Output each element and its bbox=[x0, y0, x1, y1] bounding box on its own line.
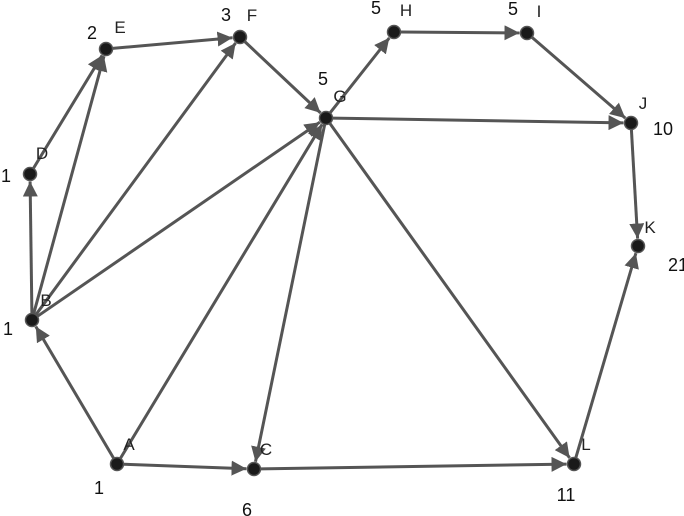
node-label-F: F bbox=[247, 6, 257, 25]
node-K bbox=[630, 238, 646, 254]
edge-E-F bbox=[112, 31, 233, 50]
node-value-K: 21 bbox=[668, 255, 684, 275]
edge-A-B bbox=[34, 325, 115, 460]
node-A bbox=[109, 456, 125, 472]
node-label-L: L bbox=[581, 435, 590, 454]
edges-layer bbox=[22, 25, 645, 476]
edge-I-J bbox=[530, 36, 627, 120]
edge-B-E bbox=[32, 55, 108, 315]
node-label-D: D bbox=[36, 144, 48, 163]
node-value-H: 5 bbox=[371, 0, 381, 18]
edge-B-G bbox=[36, 120, 321, 318]
node-value-G: 5 bbox=[318, 69, 328, 89]
node-value-C: 6 bbox=[242, 500, 252, 516]
edge-G-L bbox=[328, 122, 571, 459]
edge-L-K bbox=[574, 252, 639, 459]
node-J bbox=[623, 115, 639, 131]
edge-F-G bbox=[243, 40, 322, 114]
node-label-H: H bbox=[400, 1, 412, 20]
node-G bbox=[318, 110, 334, 126]
node-value-E: 2 bbox=[87, 23, 97, 43]
edge-G-H bbox=[328, 36, 391, 114]
node-label-I: I bbox=[537, 2, 542, 21]
node-label-C: C bbox=[260, 440, 272, 459]
node-E bbox=[98, 41, 114, 57]
node-value-F: 3 bbox=[221, 5, 231, 25]
edge-A-G bbox=[119, 123, 324, 460]
node-label-E: E bbox=[114, 18, 125, 37]
node-D bbox=[22, 166, 38, 182]
edge-G-J bbox=[332, 115, 624, 131]
node-label-A: A bbox=[123, 435, 135, 454]
edge-G-C bbox=[251, 124, 327, 463]
node-label-K: K bbox=[644, 218, 656, 237]
edge-C-L bbox=[260, 456, 567, 472]
node-F bbox=[232, 29, 248, 45]
nodes-layer bbox=[22, 24, 646, 477]
node-label-B: B bbox=[40, 291, 51, 310]
node-I bbox=[519, 25, 535, 41]
node-L bbox=[566, 456, 582, 472]
node-label-J: J bbox=[639, 94, 648, 113]
node-value-L: 11 bbox=[557, 485, 576, 505]
edge-H-I bbox=[400, 25, 520, 41]
edge-J-K bbox=[629, 129, 645, 239]
node-value-I: 5 bbox=[508, 0, 518, 19]
edge-B-F bbox=[34, 42, 237, 316]
node-value-D: 1 bbox=[1, 166, 11, 186]
node-value-B: 1 bbox=[3, 319, 13, 339]
node-label-G: G bbox=[333, 87, 346, 106]
node-value-J: 10 bbox=[653, 119, 673, 139]
node-C bbox=[246, 461, 262, 477]
edge-D-E bbox=[32, 54, 104, 170]
node-H bbox=[386, 24, 402, 40]
node-B bbox=[24, 312, 40, 328]
node-value-A: 1 bbox=[94, 478, 104, 498]
edge-A-C bbox=[123, 460, 247, 476]
edge-B-D bbox=[22, 181, 38, 314]
